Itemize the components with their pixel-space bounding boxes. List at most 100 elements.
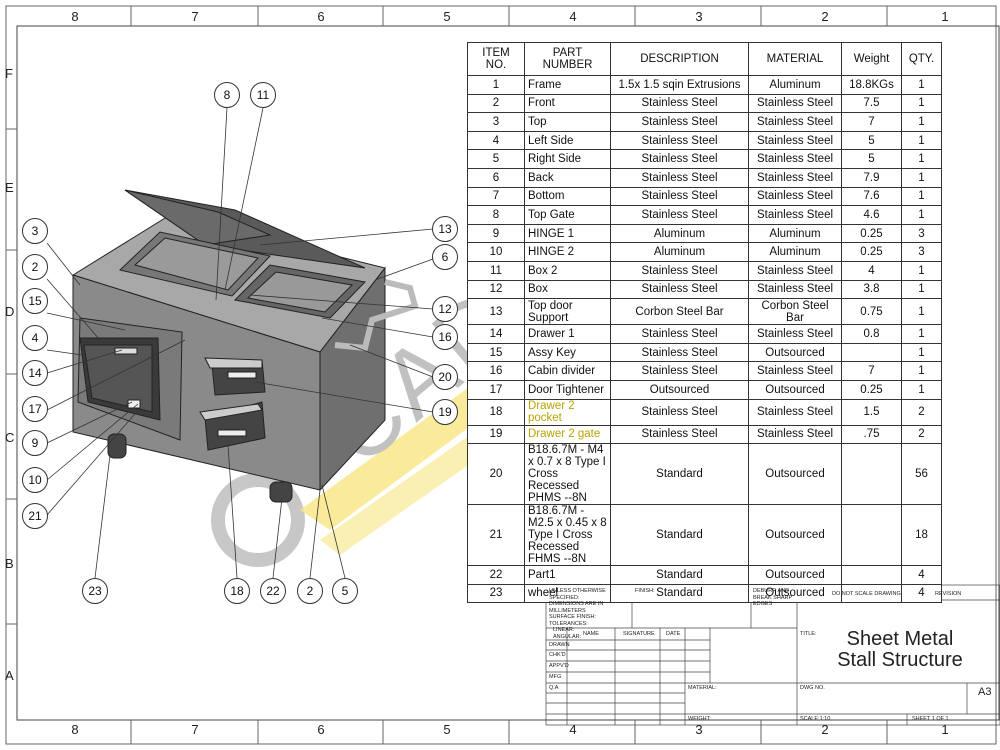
bom-cell-weight: 0.75 [841,298,902,326]
bom-cell-material: Stainless Steel [748,167,842,188]
tb-material: MATERIAL: [688,685,717,691]
tb-dwg-no: DWG NO. [800,685,825,691]
tb-col-date: DATE [666,631,681,637]
bom-cell-description: Standard [610,443,749,506]
bom-cell-material: Stainless Steel [748,260,842,281]
leader-lines [46,107,434,579]
bom-cell-description: Stainless Steel [610,398,749,426]
zone-row-E: E [5,180,14,195]
bom-cell-part-number: Cabin divider [524,361,611,381]
tb-sheet-size: A3 [978,686,992,698]
balloon-9: 9 [32,436,39,450]
balloon-15: 15 [28,294,42,308]
bom-cell-weight: 5 [841,149,902,169]
bom-cell-description: Stainless Steel [610,205,749,225]
bom-cell-material: Stainless Steel [748,186,842,207]
bom-cell-description: Stainless Steel [610,149,749,169]
tb-note: TOLERANCES: [549,620,588,627]
tb-note: ANGULAR: [553,633,582,640]
balloon-10: 10 [28,473,42,487]
zone-col-8-bottom: 8 [71,722,79,737]
bom-cell-material: Aluminum [748,242,842,262]
bom-cell-item-no: 23 [467,583,525,604]
bom-cell-description: Outsourced [610,379,749,400]
bom-cell-material: Stainless Steel [748,93,842,114]
zone-col-5-bottom: 5 [443,722,451,737]
bom-cell-item-no: 21 [467,504,525,567]
bom-cell-weight: 7 [841,112,902,132]
bom-cell-qty: 1 [901,260,942,281]
bom-header-description: DESCRIPTION [610,42,749,76]
balloon-11: 11 [257,88,270,102]
bom-cell-material: Stainless Steel [748,324,842,344]
zone-col-4-top: 4 [569,9,577,24]
zone-col-5-top: 5 [443,9,451,24]
bom-cell-material: Corbon Steel Bar [748,298,842,326]
zone-row-C: C [5,430,15,445]
bom-cell-part-number: Assy Key [524,342,611,363]
tb-row-qa: Q.A [549,685,559,691]
bom-cell-part-number: Front [524,93,611,114]
bom-cell-weight: 7.6 [841,186,902,207]
bom-cell-item-no: 16 [467,361,525,381]
bom-header-item-no: ITEM NO. [467,42,525,76]
bom-cell-material: Stainless Steel [748,424,842,445]
bom-cell-part-number: Drawer 2 gate [524,424,611,445]
title-block-lines [545,584,1000,726]
bom-cell-weight [841,565,902,585]
balloon-2b: 2 [307,584,314,598]
bom-cell-qty: 1 [901,149,942,169]
zone-col-2-bottom: 2 [821,722,829,737]
zone-col-6-top: 6 [317,9,325,24]
tb-row-checked: CHK'D [549,652,566,658]
bom-cell-part-number: HINGE 1 [524,223,611,244]
bom-cell-qty: 2 [901,424,942,445]
bom-cell-weight: 5 [841,130,902,151]
tb-deburr: DEBURR AND BREAK SHARP EDGES [753,588,792,608]
bom-cell-part-number: HINGE 2 [524,242,611,262]
bom-cell-description: Corbon Steel Bar [610,298,749,326]
zone-row-D: D [5,304,15,319]
bom-cell-description: Stainless Steel [610,279,749,300]
outer-border [5,5,997,745]
zone-col-6-bottom: 6 [317,722,325,737]
bom-cell-qty: 1 [901,130,942,151]
bom-cell-description: Stainless Steel [610,260,749,281]
bom-cell-qty: 56 [901,443,942,506]
bom-cell-material: Stainless Steel [748,149,842,169]
bom-cell-item-no: 10 [467,242,525,262]
balloon-23: 23 [88,584,102,598]
bom-cell-part-number: Back [524,167,611,188]
bom-cell-weight: 0.25 [841,379,902,400]
zone-ticks [6,6,888,744]
zone-col-3-bottom: 3 [695,722,703,737]
bom-cell-part-number: Frame [524,75,611,95]
bom-cell-description: Stainless Steel [610,324,749,344]
tb-deburr-line: DEBURR AND [753,588,790,594]
bom-cell-material: Stainless Steel [748,205,842,225]
balloon-21: 21 [28,509,42,523]
bom-cell-qty: 1 [901,167,942,188]
bom-cell-qty: 18 [901,504,942,567]
zone-col-8-top: 8 [71,9,79,24]
bill-of-materials-table: ITEM NO. PART NUMBER DESCRIPTION MATERIA… [467,42,942,604]
bom-cell-qty: 1 [901,186,942,207]
tb-deburr-line: BREAK SHARP [753,594,793,601]
zone-row-A: A [5,668,14,683]
balloon-16: 16 [438,330,452,344]
bom-cell-item-no: 4 [467,130,525,151]
bom-cell-qty: 1 [901,205,942,225]
bom-cell-description: Stainless Steel [610,424,749,445]
bom-cell-description: Stainless Steel [610,186,749,207]
